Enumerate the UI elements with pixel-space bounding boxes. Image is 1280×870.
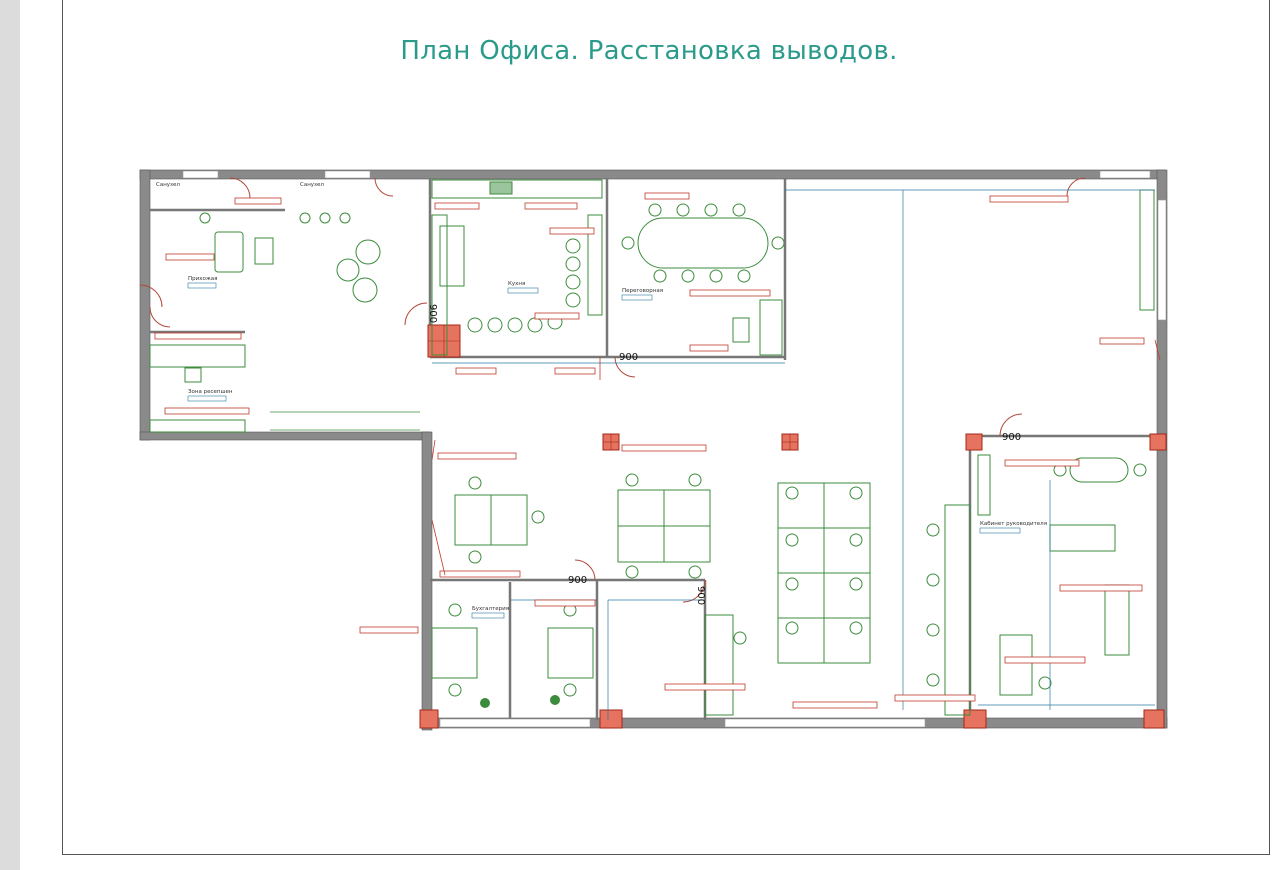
viewer-left-strip (0, 0, 20, 870)
dim-900-director: 900 (1002, 432, 1021, 443)
top-wall (139, 169, 1166, 180)
outlet-leaders (431, 339, 1161, 576)
bottom-left-wall (139, 431, 431, 441)
label-accounting: Бухгалтерия (472, 606, 509, 612)
dim-900-kitchen: 900 (427, 304, 438, 323)
dim-900-meeting: 900 (619, 352, 638, 363)
dim-900-office: 900 (695, 586, 706, 605)
label-reception: Зона ресепшен (188, 389, 233, 395)
label-wc2: Санузел (300, 182, 324, 188)
plan-title: План Офиса. Расстановка выводов. (400, 36, 898, 66)
label-kitchen: Кухня (508, 281, 525, 287)
dimension-lines (432, 189, 1155, 720)
label-wc1: Санузел (156, 182, 180, 188)
furniture (149, 179, 1155, 716)
room-labels: Санузел Санузел Прихожая Зона ресепшен К… (156, 182, 1047, 612)
outlet-markers (154, 192, 1145, 709)
drawing-sheet (62, 0, 1270, 855)
column-hatch (428, 325, 798, 450)
dim-900-accounting: 900 (568, 575, 587, 586)
partitions (150, 178, 1160, 720)
label-director: Кабинет руководителя (980, 521, 1047, 527)
plants (480, 695, 560, 708)
columns (419, 324, 1167, 729)
left-wall (139, 169, 151, 441)
windows (182, 170, 1167, 728)
room-area-boxes (187, 282, 1021, 619)
label-meeting: Переговорная (622, 288, 663, 294)
dim-900-labels: 900 900 900 900 900 (427, 304, 1021, 605)
doors (139, 177, 1086, 603)
label-hall: Прихожая (188, 276, 217, 282)
